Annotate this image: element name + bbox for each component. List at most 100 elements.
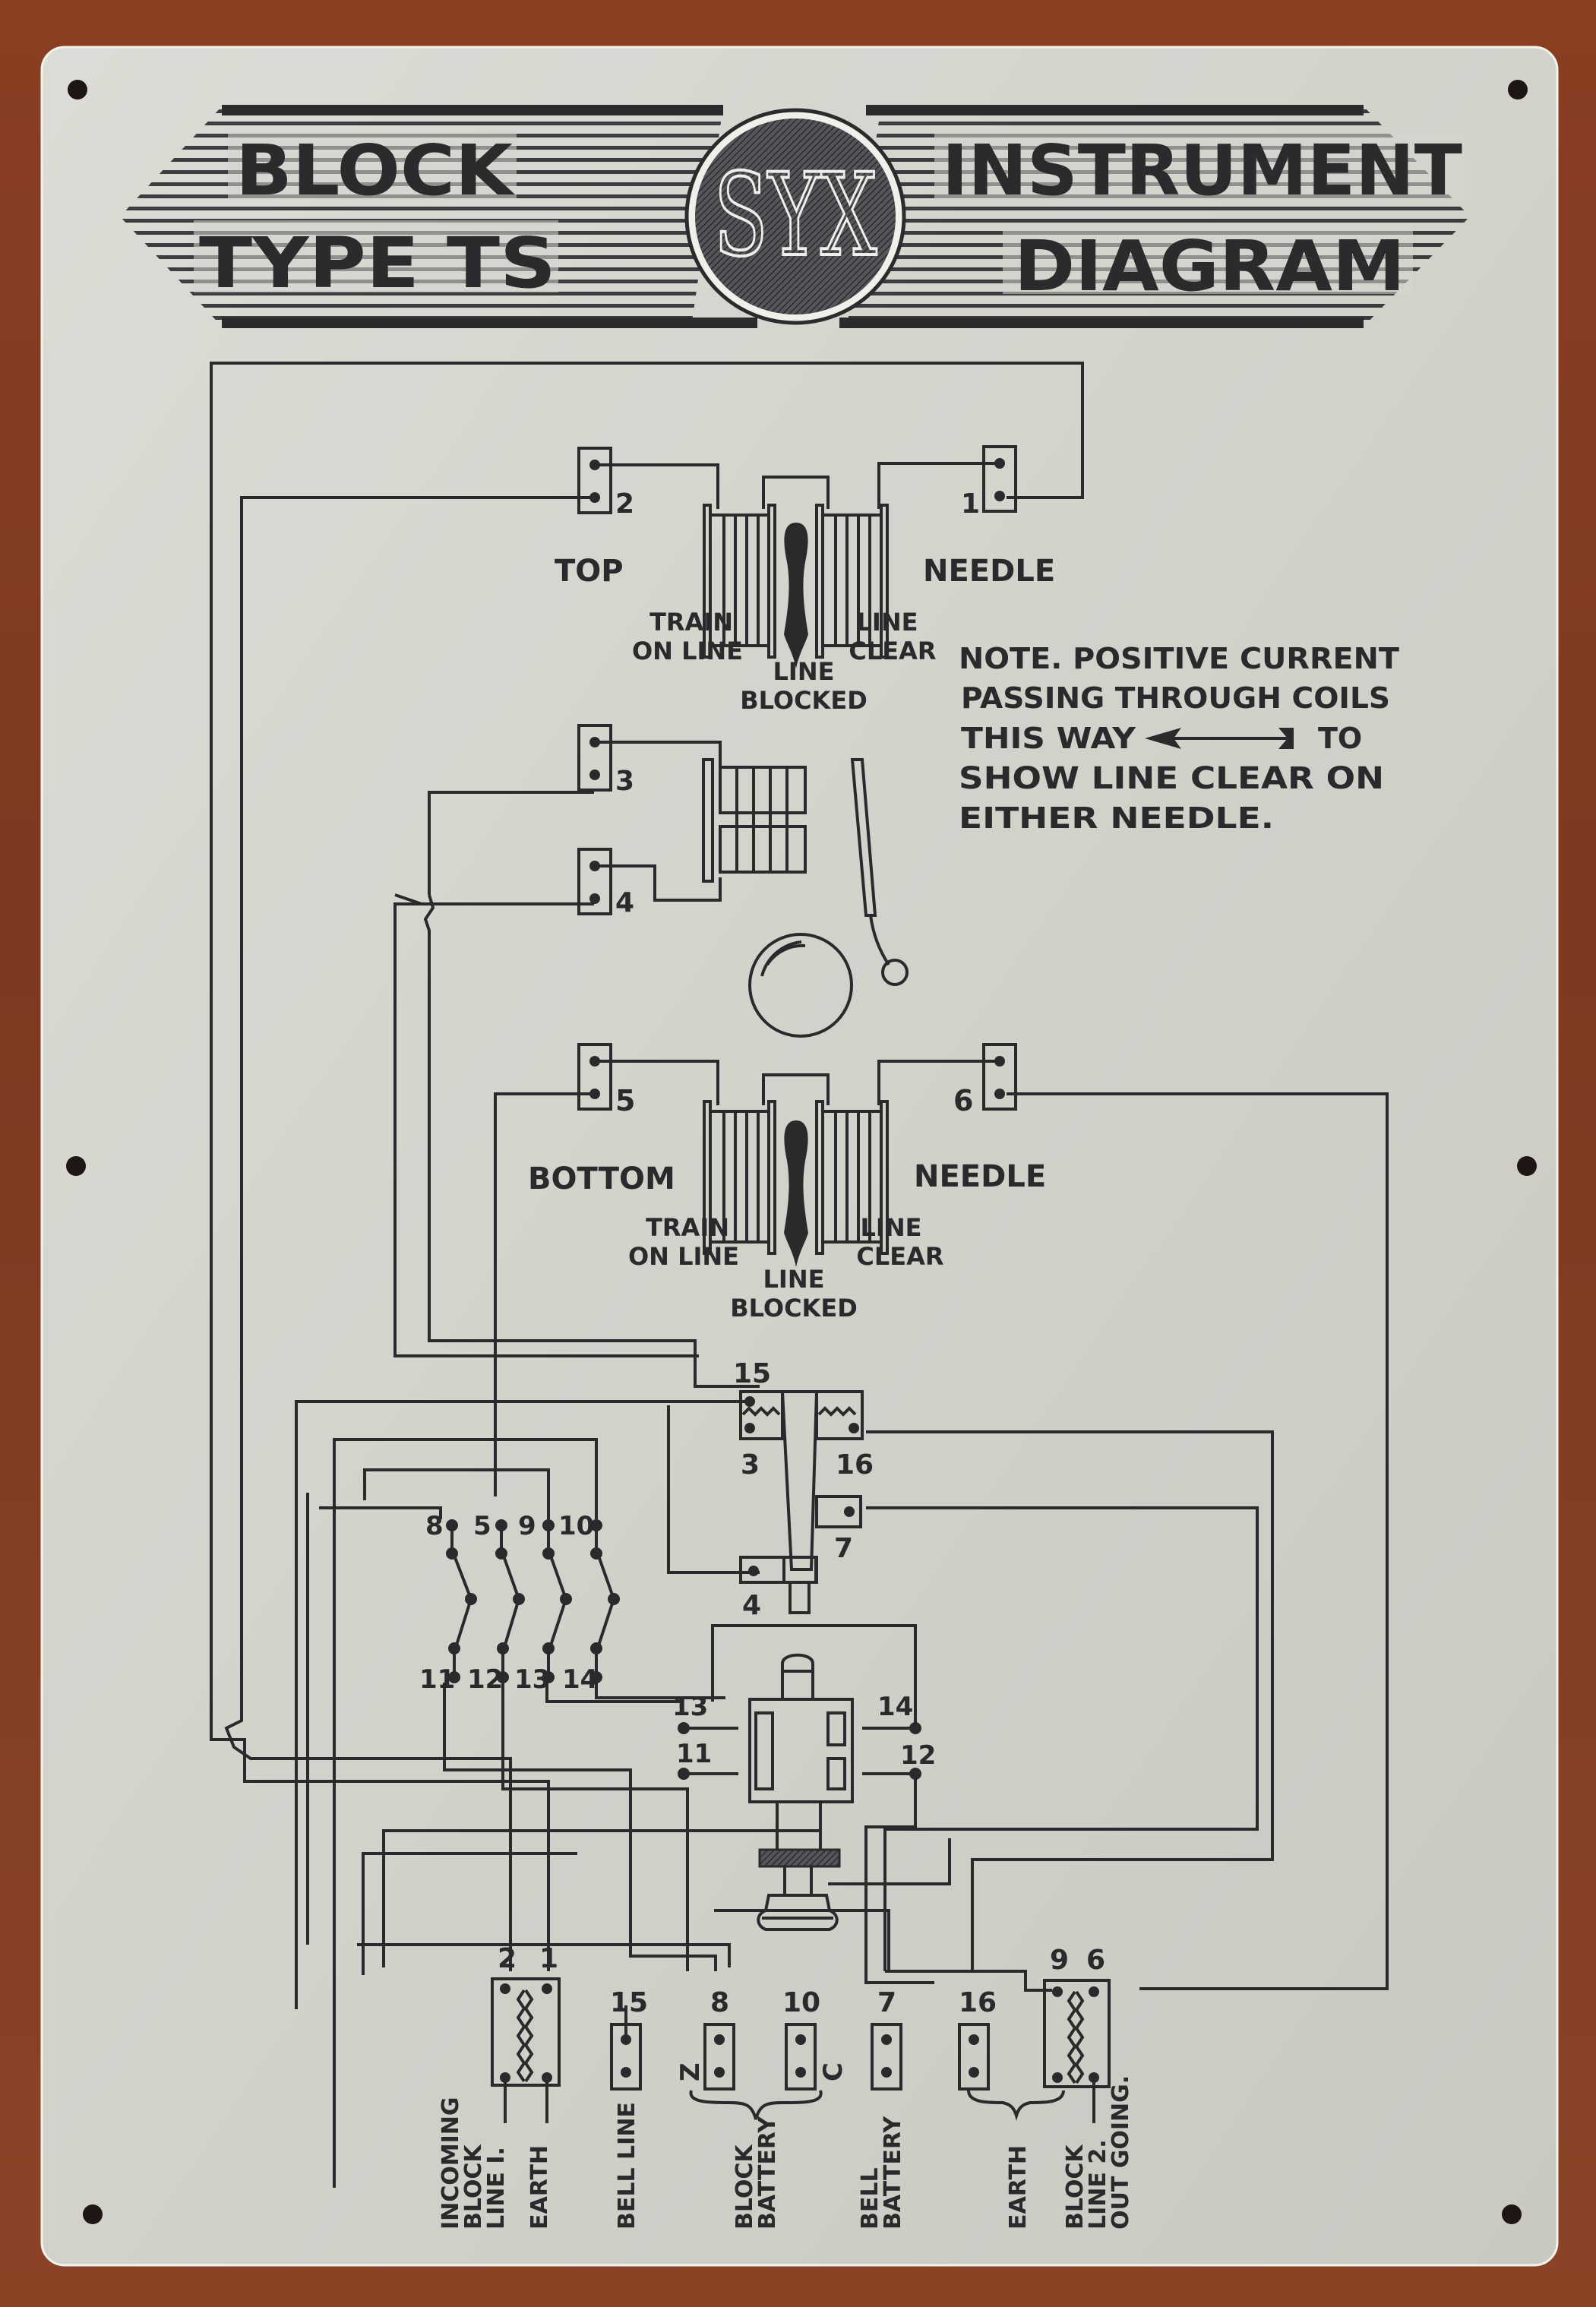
label-incoming-line1: LINE I.	[483, 2147, 510, 2230]
terminal-label-5: 5	[615, 1084, 635, 1117]
title-banner: BLOCK TYPE TS INSTRUMENT DIAGRAM SYX	[120, 105, 1470, 328]
label-block-battery-2: BATTERY	[754, 2116, 781, 2230]
terminal-label-1-bottom: 1	[539, 1943, 558, 1974]
contact-label: 9	[518, 1511, 536, 1541]
wiring	[210, 362, 1389, 2188]
label-bell-battery-2: BATTERY	[880, 2116, 906, 2230]
key-label-11: 11	[676, 1739, 712, 1769]
bottom-label: BOTTOM	[528, 1161, 675, 1196]
label-incoming: INCOMING	[438, 2097, 464, 2230]
bell-assembly: 3 4	[577, 724, 909, 1038]
train-on-line-label: TRAIN	[646, 1213, 729, 1242]
train-on-line-label-2: ON LINE	[632, 637, 743, 665]
screw-hole-icon	[66, 1156, 86, 1176]
bottom-labels: INCOMING BLOCK LINE I. EARTH BELL LINE B…	[438, 2075, 1134, 2230]
line-clear-label: LINE	[857, 608, 918, 637]
needle-label: NEEDLE	[923, 554, 1055, 589]
switch-label-16: 16	[836, 1449, 874, 1481]
z-mark: Z	[675, 2062, 706, 2081]
key-label-13: 13	[672, 1692, 708, 1722]
terminal-line2: 9 6	[1043, 1945, 1111, 2088]
terminal-label-15-bottom: 15	[610, 1987, 648, 2018]
note-line-5: EITHER NEEDLE.	[959, 801, 1274, 835]
needle-pointer-icon	[784, 1120, 808, 1267]
note-line-4: SHOW LINE CLEAR ON	[959, 761, 1384, 796]
screw-hole-icon	[83, 2204, 103, 2224]
coil-icon	[815, 504, 889, 659]
needle-pointer-icon	[784, 523, 808, 668]
title-block: BLOCK	[235, 130, 515, 211]
commutator-key: 13 11 14 12	[672, 1653, 936, 1931]
label-bell-battery-1: BELL	[857, 2167, 883, 2230]
syx-logo: SYX	[684, 108, 906, 325]
note-text: NOTE. POSITIVE CURRENT PASSING THROUGH C…	[959, 642, 1399, 835]
terminal-block-3: 3	[577, 724, 634, 797]
terminal-block-4: 4	[577, 848, 634, 918]
screw-hole-icon	[1502, 2204, 1522, 2224]
terminal-label-9-bottom: 9	[1050, 1945, 1069, 1976]
switch-label-3: 3	[741, 1449, 760, 1481]
syx-logo-text: SYX	[714, 150, 877, 282]
terminal-block-battery-c: 10 C	[782, 1987, 849, 2091]
screw-hole-icon	[68, 80, 87, 100]
label-earth-right: EARTH	[1005, 2145, 1032, 2230]
contact-label: 5	[473, 1511, 491, 1541]
terminal-block-2: 2	[577, 447, 634, 520]
terminal-label-7-bottom: 7	[877, 1987, 896, 2018]
label-outgoing-line2: LINE 2.	[1085, 2139, 1111, 2230]
commutator-contacts: 8 5 9 10 11 12 13 14	[419, 1511, 620, 1695]
label-outgoing: OUT GOING.	[1108, 2075, 1134, 2230]
top-label: TOP	[555, 554, 624, 589]
bell-hammer-icon	[850, 758, 909, 986]
coil-icon	[703, 1100, 776, 1255]
terminal-label-4: 4	[615, 887, 634, 918]
contact-label: 14	[562, 1664, 598, 1695]
title-instrument: INSTRUMENT	[942, 130, 1463, 211]
terminal-block-5: 5	[577, 1043, 635, 1117]
contact-label: 8	[425, 1511, 444, 1541]
line-blocked-label: LINE	[773, 657, 835, 686]
label-block-battery-1: BLOCK	[732, 2144, 758, 2230]
terminal-block-battery-z: 8 Z	[675, 1987, 735, 2091]
terminal-line1: 2 1	[491, 1943, 561, 2087]
coil-icon	[815, 1100, 889, 1255]
label-incoming-block: BLOCK	[460, 2144, 487, 2230]
contact-label: 12	[467, 1664, 503, 1695]
terminal-label-8-bottom: 8	[710, 1987, 729, 2018]
arrow-left-icon	[1145, 728, 1294, 749]
terminal-label-6-bottom: 6	[1086, 1945, 1105, 1976]
switch-label-4: 4	[742, 1590, 761, 1621]
line-blocked-label-2: BLOCKED	[740, 686, 868, 715]
coil-icon	[703, 504, 776, 659]
title-diagram: DIAGRAM	[1014, 226, 1405, 307]
terminal-label-2: 2	[615, 488, 634, 520]
line-clear-label-2: CLEAR	[849, 637, 936, 665]
bell-dome-icon	[748, 933, 853, 1038]
line-blocked-label: LINE	[763, 1265, 825, 1294]
key-label-12: 12	[900, 1740, 936, 1771]
line-clear-label-2: CLEAR	[856, 1242, 943, 1271]
terminal-label-2-bottom: 2	[498, 1943, 517, 1974]
line-clear-label: LINE	[861, 1213, 922, 1242]
screw-hole-icon	[1508, 80, 1528, 100]
note-line-3b: TO	[1318, 722, 1362, 755]
top-needle-indicator: 2 1	[555, 445, 1055, 715]
terminal-label-3: 3	[615, 766, 634, 797]
title-type-ts: TYPE TS	[199, 223, 556, 304]
terminal-block-6: 6	[953, 1043, 1017, 1117]
terminal-label-1: 1	[961, 488, 980, 520]
terminal-earth: 16	[958, 1987, 997, 2091]
switch-label-15: 15	[733, 1358, 771, 1389]
switch-label-7: 7	[834, 1533, 853, 1564]
bell-coil-icon	[702, 758, 807, 883]
terminal-label-16-bottom: 16	[959, 1987, 997, 2018]
contact-label: 11	[419, 1664, 455, 1695]
brace-icon	[689, 2090, 823, 2120]
key-label-14: 14	[877, 1692, 913, 1722]
terminal-strip: 2 1 15 8 Z 10 C 7 16	[491, 1943, 1111, 2121]
terminal-label-6: 6	[953, 1084, 973, 1117]
brace-icon	[967, 2090, 1065, 2121]
contact-label: 10	[558, 1511, 594, 1541]
note-line-3a: THIS WAY	[961, 722, 1136, 755]
